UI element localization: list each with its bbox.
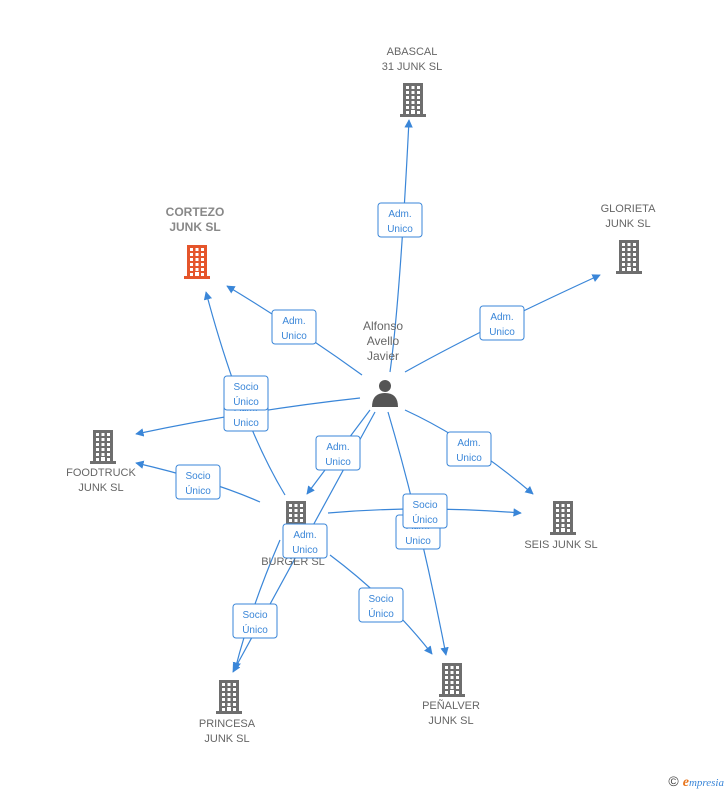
company-node-abascal[interactable]: ABASCAL 31 JUNK SL — [382, 46, 443, 117]
edge-label-box — [446, 431, 492, 467]
edge-label-text: Único — [242, 623, 268, 636]
edge-label-box — [402, 493, 448, 529]
copyright-symbol: © — [668, 773, 679, 789]
company-name-line: GLORIETA — [601, 203, 656, 215]
company-name-line: ABASCAL — [387, 46, 438, 58]
building-icon — [439, 663, 465, 697]
company-node-foodtruck[interactable]: FOODTRUCK JUNK SL — [66, 430, 136, 494]
company-name-line: SEIS JUNK SL — [524, 539, 597, 551]
building-icon — [550, 501, 576, 535]
edge-label-box — [175, 464, 221, 500]
edge-label-text: Unico — [233, 418, 259, 429]
person-name-line: Avello — [367, 334, 400, 348]
company-name-line: PEÑALVER — [422, 699, 480, 712]
edge-label-text: Socio — [233, 382, 258, 393]
company-node-glorieta[interactable]: GLORIETA JUNK SL — [601, 203, 656, 274]
edge-label-text: Unico — [281, 331, 307, 342]
edge-label-text: Único — [233, 395, 259, 408]
edge-label-box — [282, 523, 328, 559]
company-name-line: JUNK SL — [204, 733, 249, 745]
company-name-line: JUNK SL — [428, 715, 473, 727]
edge-label-person-to-glorieta[interactable]: Adm. Unico — [479, 305, 525, 341]
empresia-logo[interactable]: ©empresia — [668, 773, 724, 791]
brand-initial: e — [682, 775, 689, 790]
company-name-line: PRINCESA — [199, 718, 256, 730]
company-name-line: JUNK SL — [169, 220, 220, 234]
person-icon — [372, 380, 398, 407]
company-name-line: FOODTRUCK — [66, 467, 136, 479]
edge-label-person-to-princesa[interactable]: Adm. Unico — [282, 523, 328, 559]
edge-labels-layer: Adm.UnicoAdm.UnicoAdm.UnicoAdm.UnicoAdm.… — [175, 202, 525, 639]
building-icon — [216, 680, 242, 714]
edge-label-text: Unico — [489, 327, 515, 338]
edge-label-box — [232, 603, 278, 639]
edge-label-text: Unico — [325, 457, 351, 468]
company-name-line: JUNK SL — [78, 482, 123, 494]
company-node-princesa[interactable]: PRINCESA JUNK SL — [199, 680, 256, 745]
edge-label-text: Adm. — [457, 438, 480, 449]
edge-label-box — [271, 309, 317, 345]
company-node-penalver[interactable]: PEÑALVER JUNK SL — [422, 663, 480, 727]
company-name-line: 31 JUNK SL — [382, 61, 443, 73]
company-name-line: CORTEZO — [166, 205, 225, 219]
edge-label-text: Adm. — [388, 209, 411, 220]
edge-person-to-abascal — [389, 119, 413, 373]
edge-label-box — [358, 587, 404, 623]
edge-label-box — [377, 202, 423, 238]
edge-label-text: Unico — [292, 545, 318, 556]
edge-label-text: Socio — [185, 471, 210, 482]
company-name-line: JUNK SL — [605, 218, 650, 230]
edge-label-text: Adm. — [326, 442, 349, 453]
edge-label-text: Socio — [242, 610, 267, 621]
edge-label-person-to-burger[interactable]: Adm. Unico — [315, 435, 361, 471]
building-icon — [616, 240, 642, 274]
edge-label-person-to-cortezo[interactable]: Adm. Unico — [271, 309, 317, 345]
edge-label-text: Adm. — [282, 316, 305, 327]
edge-label-text: Único — [368, 607, 394, 620]
edge-label-box — [315, 435, 361, 471]
building-icon — [400, 83, 426, 117]
edge-label-text: Socio — [412, 500, 437, 511]
edge-label-box — [479, 305, 525, 341]
building-icon — [184, 245, 210, 279]
edge-label-person-to-seis[interactable]: Adm. Unico — [446, 431, 492, 467]
edge-label-person-to-abascal[interactable]: Adm. Unico — [377, 202, 423, 238]
building-icon — [90, 430, 116, 464]
edge-label-text: Socio — [368, 594, 393, 605]
edge-label-text: Único — [185, 484, 211, 497]
edge-label-text: Unico — [456, 453, 482, 464]
edge-label-box — [223, 375, 269, 411]
company-node-seis[interactable]: SEIS JUNK SL — [524, 501, 598, 551]
edge-label-text: Unico — [405, 536, 431, 547]
person-name-line: Alfonso — [363, 319, 403, 333]
brand-name: mpresia — [688, 777, 724, 789]
edge-label-text: Adm. — [490, 312, 513, 323]
person-name-line: Javier — [367, 349, 399, 363]
edge-label-text: Adm. — [293, 530, 316, 541]
company-name-line: BURGER SL — [261, 556, 325, 568]
edge-label-text: Unico — [387, 224, 413, 235]
edge-label-text: Único — [412, 513, 438, 526]
